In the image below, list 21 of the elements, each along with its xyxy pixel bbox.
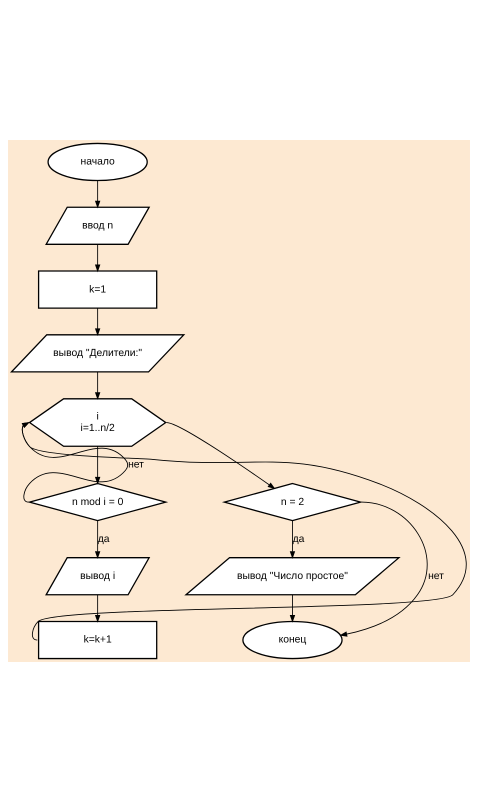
arrow xyxy=(94,180,100,209)
edge-label: да xyxy=(98,534,110,545)
arrow xyxy=(94,244,100,272)
arrow xyxy=(94,446,100,485)
edge-label: нет xyxy=(428,570,444,582)
arrow xyxy=(94,594,100,623)
node-diamond: n mod i = 0 xyxy=(27,482,168,522)
arrow xyxy=(166,422,276,490)
arrow xyxy=(94,308,100,336)
node-ellipse: конец xyxy=(242,620,343,660)
arrow xyxy=(339,502,428,637)
arrow xyxy=(94,372,100,400)
arrow xyxy=(22,422,128,503)
node-box: k=k+1 xyxy=(38,620,158,660)
node-ellipse: начало xyxy=(47,142,148,182)
arrow xyxy=(290,520,296,559)
edge-label: нет xyxy=(128,460,144,471)
arrow xyxy=(22,422,467,640)
arrow xyxy=(290,594,296,623)
node-box: k=1 xyxy=(38,270,158,309)
arrow xyxy=(94,520,100,559)
